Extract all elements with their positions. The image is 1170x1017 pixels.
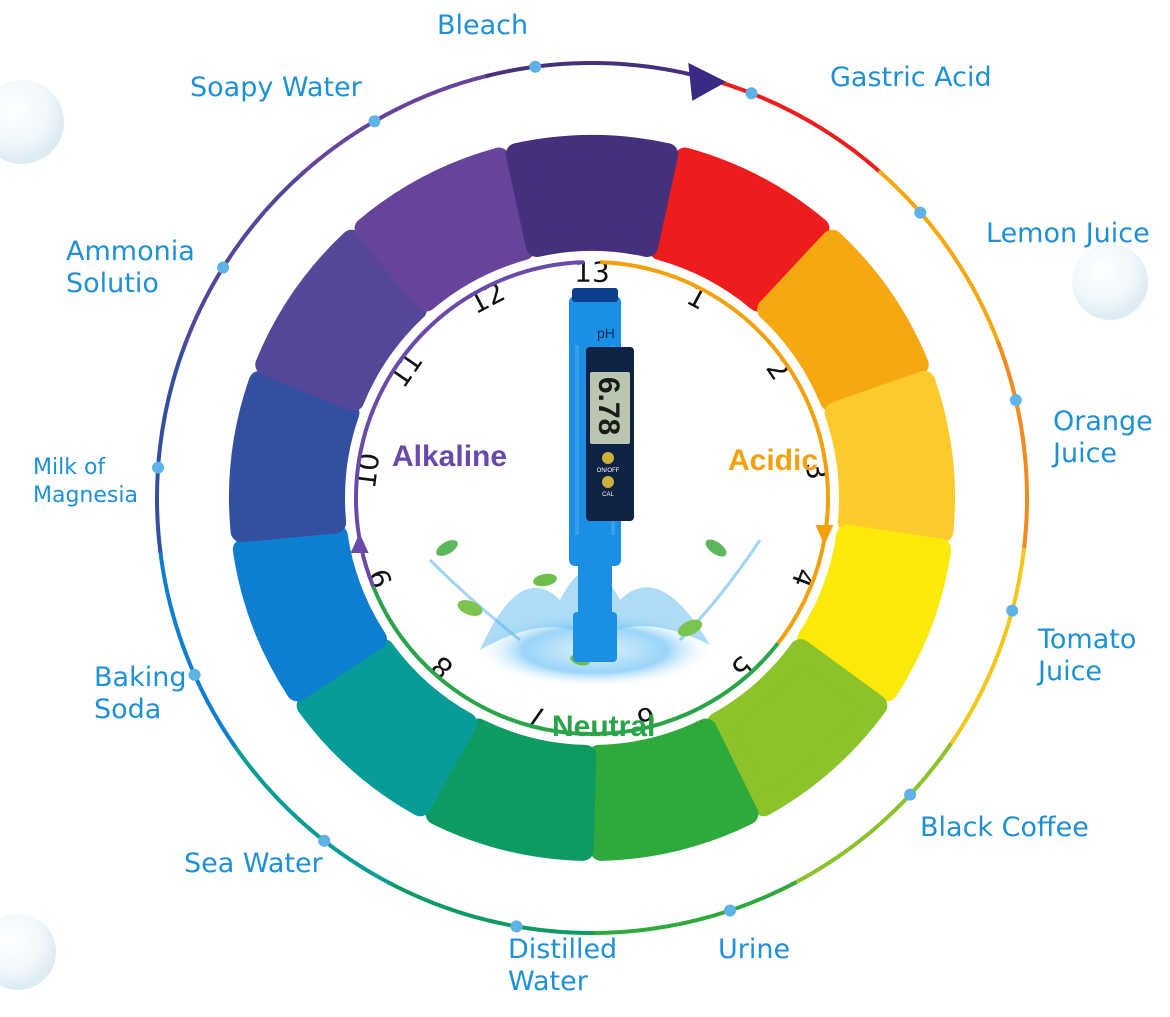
outer-ring-arc: [157, 547, 237, 749]
outer-ring-arc: [589, 880, 798, 935]
substance-label: Urine: [718, 934, 791, 965]
substance-dot: [318, 834, 331, 847]
substance-dot: [745, 87, 758, 100]
leaf-icon: [677, 619, 703, 637]
ph-segment-9: [232, 524, 387, 702]
ph-segment-8: [296, 639, 478, 817]
category-neutral: Neutral: [552, 710, 656, 743]
alkaline-arrow-icon: [350, 532, 369, 553]
outer-ring-arrow: [688, 62, 727, 101]
ph-segment-2: [757, 229, 929, 412]
substance-dot: [152, 461, 165, 474]
leaf-icon: [705, 539, 727, 557]
substance-dot: [368, 115, 381, 128]
outer-ring: [155, 61, 1029, 935]
substance-dots: [152, 60, 1022, 933]
substance-label: Orange Juice: [1053, 406, 1153, 469]
outer-ring-arc: [300, 73, 491, 176]
acidic-arrow-icon: [815, 524, 834, 545]
outer-ring-arc: [947, 547, 1027, 749]
substance-dot: [1006, 604, 1019, 617]
substance-label: Soapy Water: [190, 72, 362, 103]
outer-ring-arc: [386, 880, 595, 935]
bubble-decoration: [0, 914, 56, 990]
outer-ring-arc: [231, 742, 393, 887]
substance-dot: [724, 904, 737, 917]
substance-label: Gastric Acid: [830, 62, 992, 93]
outer-ring-arc: [996, 340, 1029, 553]
bubble-decoration: [1072, 244, 1148, 320]
substance-label: Bleach: [437, 10, 529, 41]
outer-ring-arc: [155, 340, 188, 553]
meter-button-label-cal: CAL: [602, 492, 614, 498]
leaf-icon: [457, 600, 483, 616]
substance-dot: [510, 920, 523, 933]
meter-button-label-onoff: ON/OFF: [597, 468, 620, 474]
ph-segment-5: [706, 639, 888, 817]
substance-dot: [904, 788, 917, 801]
outer-ring-arc: [485, 61, 699, 79]
ph-segment-11: [255, 229, 427, 412]
meter-button: [602, 452, 614, 464]
category-acidic: Acidic: [728, 444, 819, 477]
outer-ring-arc: [791, 742, 953, 887]
ph-segment-12: [354, 147, 535, 312]
substance-dot: [914, 206, 927, 219]
meter-button: [602, 476, 614, 488]
ring-arrow-icon: [688, 62, 727, 101]
ph-meter-icon: pH 6.78 ON/OFF CAL: [569, 288, 634, 662]
substance-label: Lemon Juice: [986, 218, 1150, 249]
substance-label: Ammonia Solutio: [66, 236, 195, 299]
ph-segments: [229, 135, 955, 861]
outer-ring-arc: [877, 169, 1002, 347]
ph-segment-4: [797, 524, 952, 702]
acidic-arc: [600, 260, 830, 645]
substance-dot: [188, 668, 201, 681]
inner-ring: [350, 260, 834, 736]
ph-segment-6: [587, 718, 759, 861]
leaf-icon: [436, 540, 458, 556]
neutral-arc: [371, 585, 780, 736]
substance-label: Distilled Water: [508, 934, 618, 997]
ph-segment-13: [505, 135, 679, 257]
substance-label: Black Coffee: [920, 812, 1089, 843]
substance-label: Baking Soda: [94, 662, 187, 725]
outer-ring-arc: [182, 169, 307, 347]
substance-dot: [1009, 394, 1022, 407]
category-alkaline: Alkaline: [392, 440, 508, 473]
substance-dot: [529, 60, 542, 73]
ph-segment-7: [425, 718, 597, 861]
alkaline-arc: [354, 260, 584, 588]
meter-reading: 6.78: [592, 377, 625, 435]
bubble-decoration: [0, 80, 64, 164]
meter-display: [590, 372, 630, 444]
substance-label: Tomato Juice: [1038, 624, 1137, 687]
substance-dot: [217, 261, 230, 274]
ph-segment-3: [824, 370, 955, 543]
ph-segment-1: [649, 147, 830, 312]
substance-label: Milk of Magnesia: [33, 455, 138, 508]
meter-brand: pH: [597, 325, 615, 341]
substance-label: Sea Water: [184, 848, 323, 879]
leaf-icon: [533, 573, 557, 587]
ph-segment-10: [229, 370, 360, 543]
